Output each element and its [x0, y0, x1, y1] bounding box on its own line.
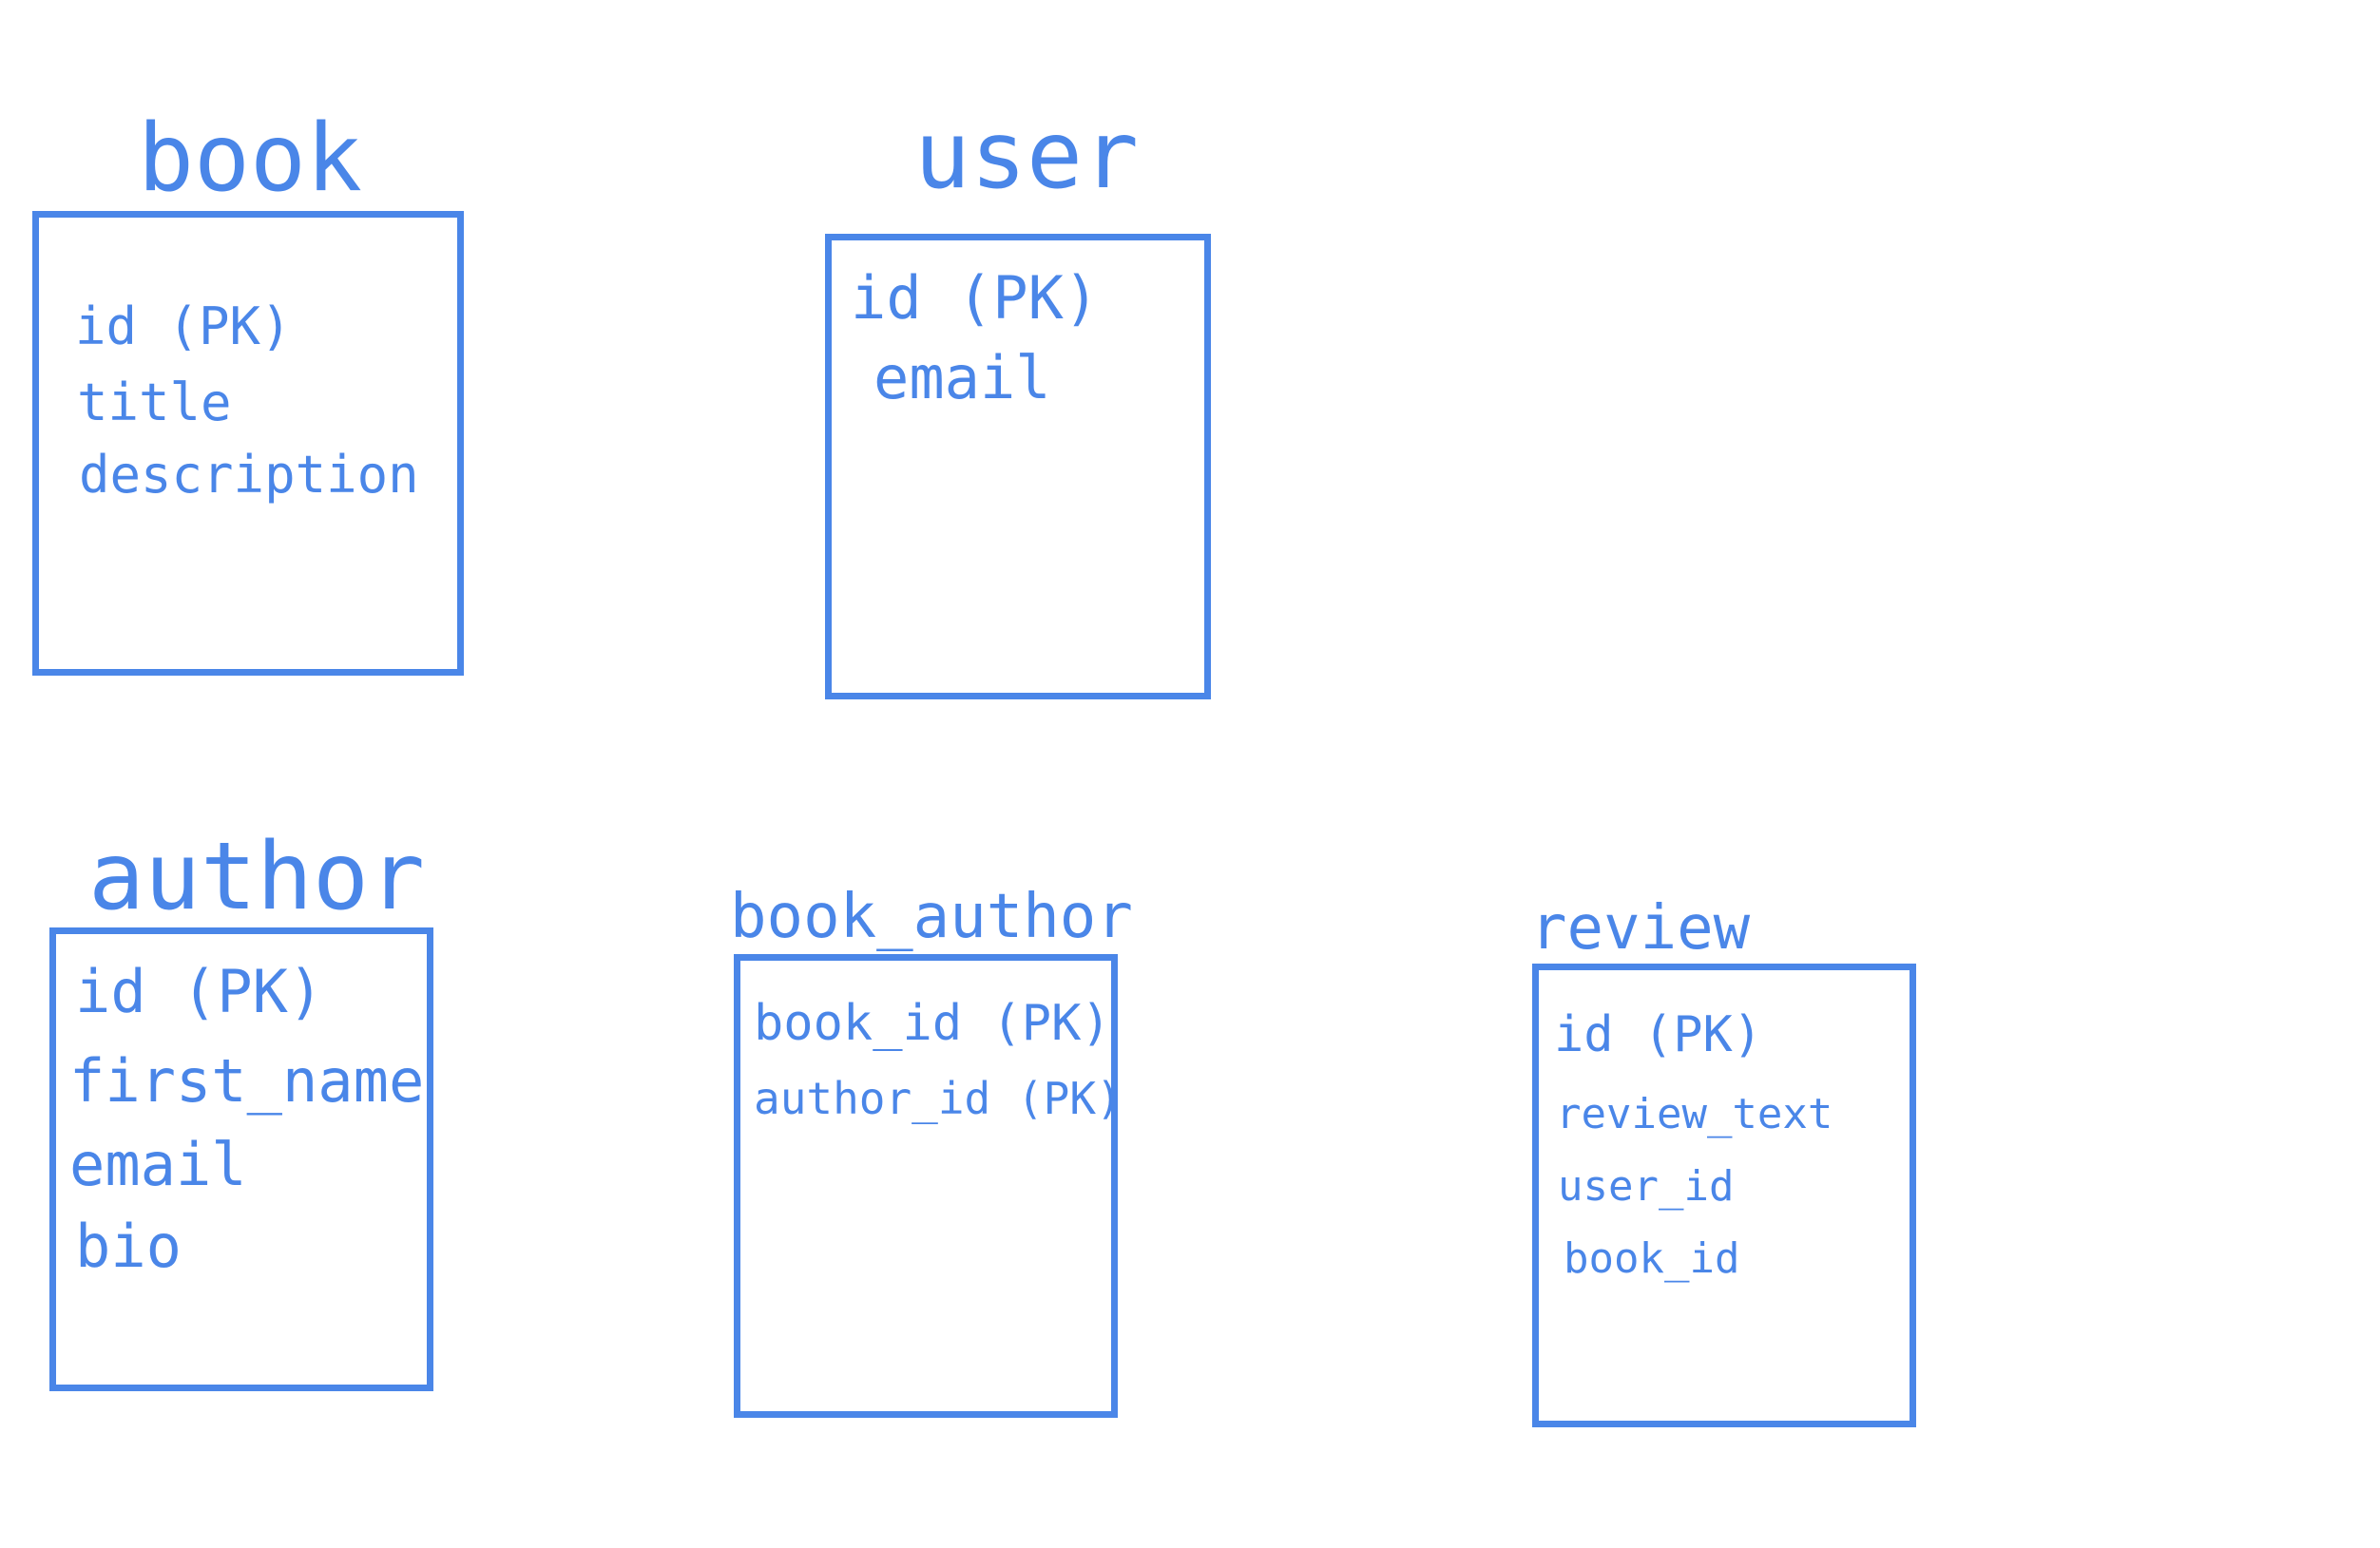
table-field: email — [873, 343, 1051, 412]
table-title-book: book — [138, 105, 363, 213]
table-field: first_name — [69, 1046, 425, 1116]
table-box-book-author: book_id (PK) author_id (PK) — [734, 954, 1123, 1418]
table-field: book_id (PK) — [754, 995, 1111, 1052]
table-title-author: author — [88, 823, 426, 931]
table-field: id (PK) — [851, 263, 1100, 333]
table-field: author_id (PK) — [754, 1073, 1123, 1124]
table-box-author: id (PK) first_name email bio — [49, 927, 433, 1391]
table-box-review: id (PK) review_text user_id book_id — [1532, 964, 1916, 1427]
table-box-book: id (PK) title description — [32, 211, 464, 676]
table-field: title — [77, 373, 232, 432]
table-field: id (PK) — [75, 296, 292, 356]
table-field: email — [69, 1130, 247, 1199]
table-title-review: review — [1530, 893, 1751, 964]
table-field: id (PK) — [1554, 1006, 1763, 1063]
table-field: review_text — [1556, 1090, 1833, 1138]
table-field: bio — [75, 1212, 182, 1281]
table-title-user: user — [914, 102, 1140, 210]
table-field: book_id — [1564, 1234, 1740, 1283]
table-title-book-author: book_author — [730, 882, 1133, 952]
table-field: description — [79, 445, 419, 505]
table-box-user: id (PK) email — [825, 234, 1211, 699]
table-field: user_id — [1558, 1162, 1735, 1211]
table-field: id (PK) — [75, 957, 324, 1026]
